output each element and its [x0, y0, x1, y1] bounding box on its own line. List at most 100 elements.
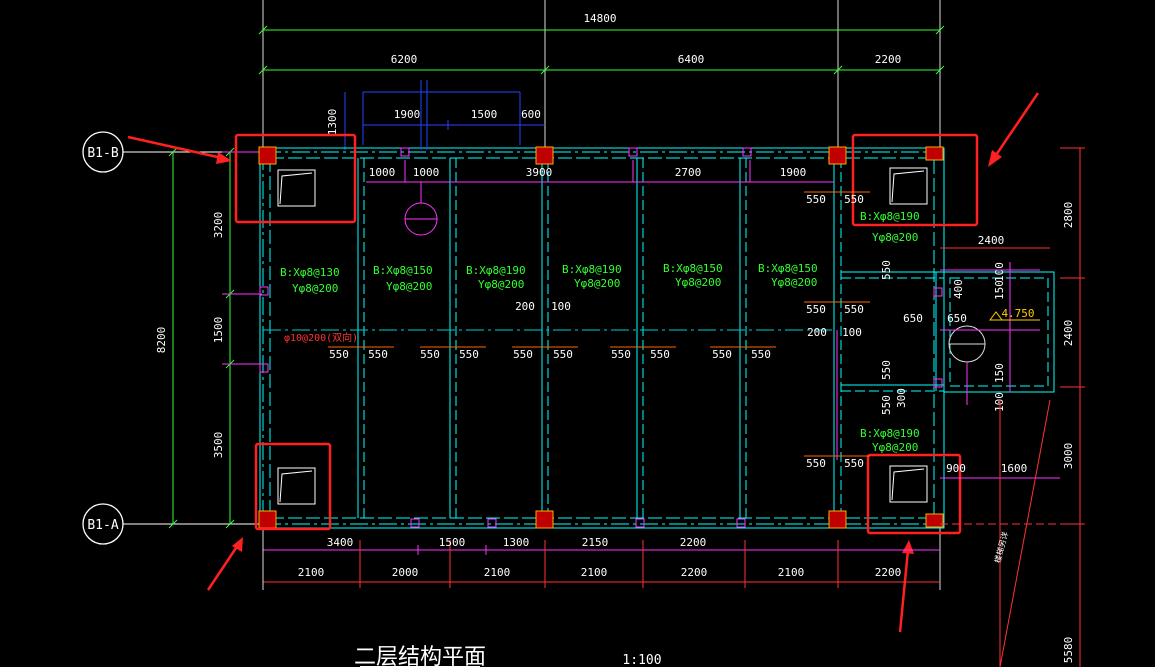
arrow-top-left: [127, 135, 223, 160]
annotation-arrows: [127, 92, 1040, 633]
rebar-bay6-x: B:Xφ8@150: [758, 262, 818, 275]
highlight-box-top-right[interactable]: [851, 133, 979, 227]
rebar-bay3-y: Yφ8@200: [478, 278, 524, 291]
dim-bottom1-1: 3400: [327, 536, 354, 549]
rebar-tr-x: B:Xφ8@190: [860, 210, 920, 223]
dim-misc: 100: [551, 300, 571, 313]
dim-stair-2: 1500: [471, 108, 498, 121]
bottom-dimension-lines: [262, 532, 940, 590]
beam-width-label: 550: [611, 348, 631, 361]
dim-bottom1-4: 2150: [582, 536, 609, 549]
right-dimension-lines: [940, 147, 1085, 667]
dim-right-h-1: 2400: [978, 234, 1005, 247]
beam-width-label: 550: [806, 457, 826, 470]
highlight-box-bottom-right[interactable]: [866, 453, 962, 535]
dim-stair-3: 600: [521, 108, 541, 121]
arrow-bottom-left: [206, 544, 240, 591]
dim-bottom1-2: 1500: [439, 536, 466, 549]
rebar-bay3-x: B:Xφ8@190: [466, 264, 526, 277]
column: [258, 510, 277, 529]
dim-inner-3: 3900: [526, 166, 553, 179]
dim-inner-5: 1900: [780, 166, 807, 179]
rebar-bay2-x: B:Xφ8@150: [373, 264, 433, 277]
dim-right-2: 2400: [1062, 320, 1075, 347]
beam-width-label: 550: [553, 348, 573, 361]
dim-top-seg-3: 2200: [875, 53, 902, 66]
beam-width-label: 550: [844, 457, 864, 470]
beam-width-label: 550: [650, 348, 670, 361]
dim-misc: 200: [807, 326, 827, 339]
dim-misc: 100: [842, 326, 862, 339]
dim-bottom2-1: 2100: [298, 566, 325, 579]
top-dimension-lines: [258, 25, 945, 75]
highlight-box-top-left[interactable]: [234, 133, 357, 224]
stair-blue-dimensions: [344, 91, 545, 150]
dim-top-overall: 14800: [583, 12, 616, 25]
beam-width-label: 550: [420, 348, 440, 361]
dim-inner-2: 1000: [413, 166, 440, 179]
dim-bottom2-6: 2100: [778, 566, 805, 579]
grid-extension-lines: [262, 0, 941, 590]
dim-left-seg-1: 3200: [212, 212, 225, 239]
rebar-bay5-x: B:Xφ8@150: [663, 262, 723, 275]
column: [828, 510, 847, 529]
axis-label-top: B1-B: [87, 146, 118, 161]
column: [828, 146, 847, 165]
column: [925, 513, 944, 528]
dim-bottom2-5: 2200: [681, 566, 708, 579]
rebar-br-x: B:Xφ8@190: [860, 427, 920, 440]
slab-beams: [259, 147, 1055, 529]
beam-width-label: 550: [806, 303, 826, 316]
beam-width-labels: 550 550 550 550 550 550 550 550 550 550 …: [328, 191, 893, 470]
dim-left-overall: 8200: [155, 327, 168, 354]
dim-misc: 300: [895, 388, 908, 408]
beam-width-label: 550: [712, 348, 732, 361]
column: [535, 510, 554, 529]
arrow-top-right: [992, 92, 1040, 159]
beam-width-label: 550: [880, 395, 893, 415]
misc-dims: 200 100 200 100 650 650 400 150 100 150 …: [515, 262, 1006, 412]
dim-right-4: 5580: [1062, 637, 1075, 664]
axis-bubble-bottom[interactable]: B1-A: [82, 503, 124, 545]
dim-misc: 400: [952, 279, 965, 299]
right-stair-detail: [940, 247, 1060, 479]
dim-misc: 150: [993, 363, 1006, 383]
beam-width-label: 550: [329, 348, 349, 361]
dim-stair-left: 1300: [326, 109, 339, 136]
rebar-bay4-x: B:Xφ8@190: [562, 263, 622, 276]
elevation-label: 4.750: [1001, 307, 1034, 320]
rebar-bay1-x: B:Xφ8@130: [280, 266, 340, 279]
dim-bottom2-2: 2000: [392, 566, 419, 579]
dim-inner-4: 2700: [675, 166, 702, 179]
drawing-scale: 1:100: [622, 653, 661, 667]
dim-inner-1: 1000: [369, 166, 396, 179]
dim-bottom1-5: 2200: [680, 536, 707, 549]
highlight-boxes[interactable]: [234, 133, 979, 535]
highlight-box-bottom-left[interactable]: [254, 442, 332, 531]
axis-label-bottom: B1-A: [87, 518, 118, 533]
axis-bubble-top[interactable]: B1-B: [82, 131, 124, 173]
beam-width-label: 550: [806, 193, 826, 206]
arrow-bottom-right: [898, 549, 910, 633]
rebar-bay4-y: Yφ8@200: [574, 277, 620, 290]
beam-width-label: 550: [844, 303, 864, 316]
dim-misc: 150: [993, 280, 1006, 300]
columns: [258, 146, 944, 529]
dim-bottom1-3: 1300: [503, 536, 530, 549]
dim-right-h-3: 900: [946, 462, 966, 475]
dim-right-1: 2800: [1062, 202, 1075, 229]
beam-width-label: 550: [513, 348, 533, 361]
dim-misc: 650: [947, 312, 967, 325]
beam-width-label: 550: [880, 260, 893, 280]
dim-bottom2-3: 2100: [484, 566, 511, 579]
beam-width-label: 550: [880, 360, 893, 380]
column: [925, 146, 944, 161]
beam-width-label: 550: [459, 348, 479, 361]
beam-markers: [259, 147, 943, 528]
column: [258, 146, 277, 165]
dim-top-seg-2: 6400: [678, 53, 705, 66]
dim-left-seg-2: 1500: [212, 317, 225, 344]
slab-openings: [277, 167, 928, 505]
stair-note-vertical: 楼梯另详: [992, 530, 1010, 563]
